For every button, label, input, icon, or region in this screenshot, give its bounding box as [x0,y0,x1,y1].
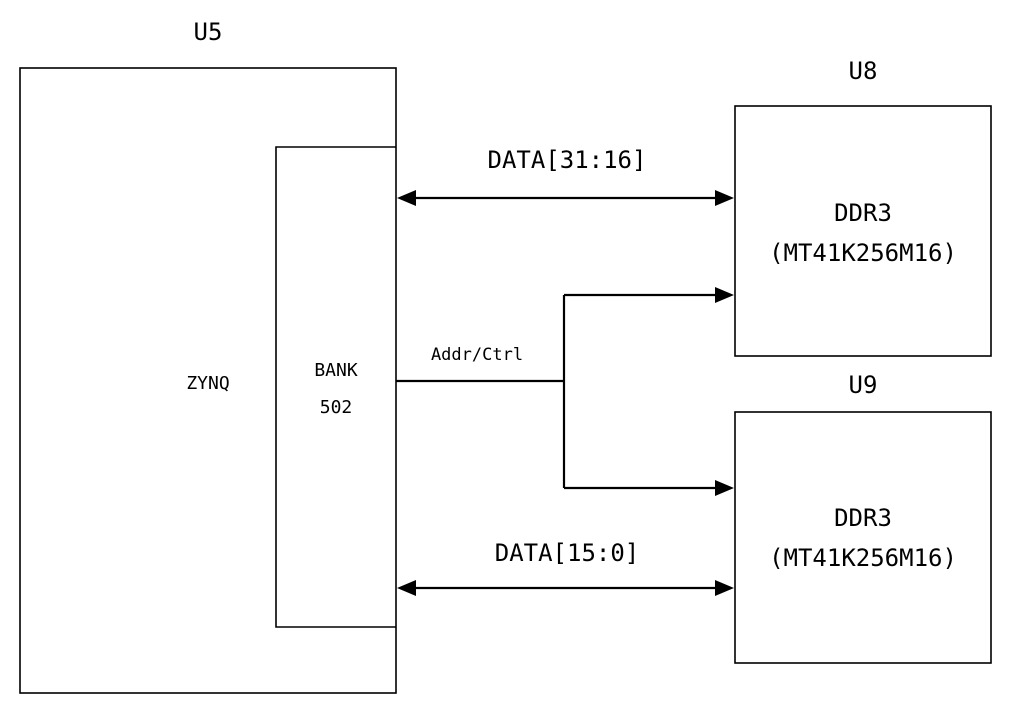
addr-ctrl-label: Addr/Ctrl [431,345,523,365]
u8-ddr3-block: U8 DDR3 (MT41K256M16) [734,57,992,357]
data-high-bus: DATA[31:16] [397,146,734,206]
data-high-label: DATA[31:16] [488,146,647,174]
u9-part-label: (MT41K256M16) [769,544,957,572]
data-low-arrow-right [715,580,734,596]
u8-type-label: DDR3 [834,199,892,227]
data-high-arrow-left [397,190,416,206]
data-low-arrow-left [397,580,416,596]
u9-ref-label: U9 [849,371,878,399]
u5-ref-label: U5 [194,18,223,46]
data-low-label: DATA[15:0] [495,539,640,567]
u8-ref-label: U8 [849,57,878,85]
u9-outline [734,411,992,664]
addr-ctrl-arrow-u9 [715,480,734,496]
bank-502-outline [275,146,396,628]
data-high-arrow-right [715,190,734,206]
data-low-bus: DATA[15:0] [397,539,734,596]
addr-ctrl-arrow-u8 [715,287,734,303]
u9-ddr3-block: U9 DDR3 (MT41K256M16) [734,371,992,664]
u8-part-label: (MT41K256M16) [769,239,957,267]
u5-zynq-block: U5 ZYNQ [19,18,397,694]
zynq-label: ZYNQ [186,373,229,394]
bank-label-line1: BANK [314,360,358,381]
u9-type-label: DDR3 [834,504,892,532]
bank-label-line2: 502 [320,397,353,418]
u8-outline [734,105,992,357]
addr-ctrl-bus: Addr/Ctrl [396,287,734,496]
bank-502-block: BANK 502 [275,146,396,628]
